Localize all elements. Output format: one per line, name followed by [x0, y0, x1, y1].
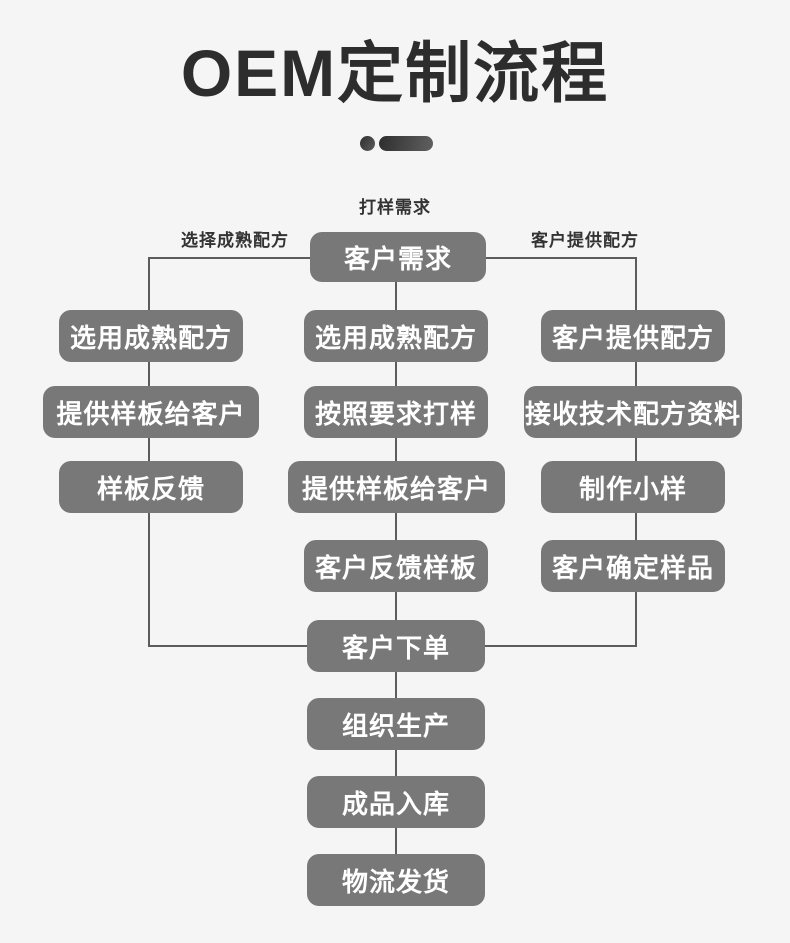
connector-right-drop: [635, 257, 637, 312]
node-customer-places-order: 客户下单: [307, 620, 485, 672]
node-select-mature-formula-left: 选用成熟配方: [59, 310, 243, 362]
label-sampling-demand: 打样需求: [359, 198, 431, 217]
node-provide-sample-to-customer-mid: 提供样板给客户: [288, 461, 505, 513]
node-customer-feedback-sample: 客户反馈样板: [304, 540, 488, 592]
node-customer-confirms-sample: 客户确定样品: [541, 540, 725, 592]
connector-right-1-2: [635, 360, 637, 388]
connector-right-to-bottom: [635, 590, 637, 647]
node-finished-goods-warehousing: 成品入库: [307, 776, 485, 828]
divider-dot-icon: [360, 136, 375, 151]
node-receive-technical-formula-data: 接收技术配方资料: [524, 386, 742, 438]
connector-bottom-left-horizontal: [148, 645, 309, 647]
node-customer-provides-formula: 客户提供配方: [541, 310, 725, 362]
node-sample-per-requirements: 按照要求打样: [304, 386, 488, 438]
divider-bar-icon: [379, 136, 433, 151]
node-sample-feedback: 样板反馈: [59, 461, 243, 513]
connector-left-to-bottom: [148, 511, 150, 647]
label-choose-mature-formula: 选择成熟配方: [181, 231, 289, 250]
connector-bottom-right-horizontal: [484, 645, 637, 647]
node-make-small-sample: 制作小样: [541, 461, 725, 513]
connector-top-right-horizontal: [486, 257, 637, 259]
connector-right-3-4: [635, 511, 637, 542]
connector-left-1-2: [148, 360, 150, 388]
node-provide-sample-to-customer-left: 提供样板给客户: [43, 386, 259, 438]
connector-mid-to-order: [395, 590, 397, 622]
node-logistics-shipping: 物流发货: [307, 854, 485, 906]
connector-right-2-3: [635, 436, 637, 463]
node-select-mature-formula-mid: 选用成熟配方: [304, 310, 488, 362]
connector-root-drop: [395, 280, 397, 312]
connector-left-drop: [148, 257, 150, 312]
node-organize-production: 组织生产: [307, 698, 485, 750]
label-customer-provides-formula: 客户提供配方: [531, 231, 639, 250]
page-title: OEM定制流程: [180, 36, 610, 110]
connector-mid-2-3: [395, 436, 397, 463]
connector-top-left-horizontal: [148, 257, 312, 259]
node-customer-demand: 客户需求: [310, 232, 486, 282]
connector-production-warehouse: [395, 748, 397, 778]
connector-warehouse-shipping: [395, 826, 397, 856]
connector-order-production: [395, 670, 397, 700]
connector-mid-3-4: [395, 511, 397, 542]
connector-left-2-3: [148, 436, 150, 463]
connector-mid-1-2: [395, 360, 397, 388]
